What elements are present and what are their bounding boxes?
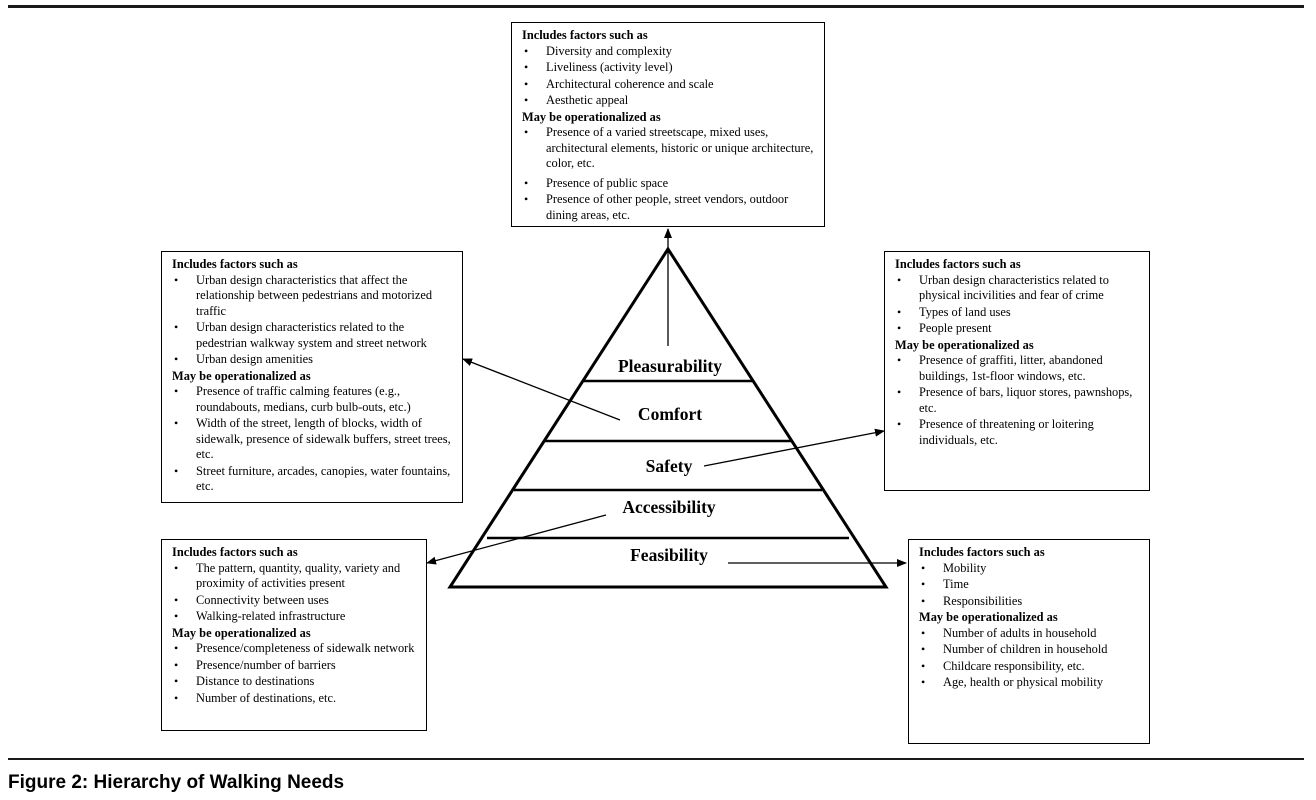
includes-header: Includes factors such as [172, 257, 298, 271]
includes-header: Includes factors such as [919, 545, 1045, 559]
operational-header: May be operationalized as [895, 337, 1034, 352]
list-item: Number of adults in household [919, 626, 1140, 642]
list-item: Presence of public space [522, 176, 815, 192]
list-item: Aesthetic appeal [522, 93, 815, 109]
pyramid-diagram [426, 228, 907, 589]
pleasurability-box: Includes factors such as Diversity and c… [511, 22, 825, 227]
list-item: Presence of graffiti, litter, abandoned … [895, 353, 1140, 384]
list-item: Urban design characteristics related to … [172, 320, 453, 351]
list-item: People present [895, 321, 1140, 337]
list-item: Childcare responsibility, etc. [919, 659, 1140, 675]
pyramid-outline [447, 246, 889, 589]
arrow-accessibility [426, 514, 607, 565]
includes-header: Includes factors such as [172, 545, 298, 559]
list-item: Presence of threatening or loitering ind… [895, 417, 1140, 448]
list-item: Presence of traffic calming features (e.… [172, 384, 453, 415]
list-item: Presence of a varied streetscape, mixed … [522, 125, 815, 172]
tier-pleasurability: Pleasurability [617, 356, 723, 376]
includes-list: Urban design characteristics that affect… [172, 273, 453, 368]
list-item: Presence of other people, street vendors… [522, 192, 815, 223]
list-item: Connectivity between uses [172, 593, 417, 609]
bottom-rule [8, 758, 1304, 760]
includes-list: Urban design characteristics related to … [895, 273, 1140, 337]
list-item: Time [919, 577, 1140, 593]
list-item: Mobility [919, 561, 1140, 577]
top-rule [8, 5, 1304, 8]
comfort-box: Includes factors such as Urban design ch… [161, 251, 463, 503]
operational-list: Presence of a varied streetscape, mixed … [522, 125, 815, 223]
list-item: Presence/number of barriers [172, 658, 417, 674]
operational-header: May be operationalized as [172, 625, 311, 640]
includes-list: The pattern, quantity, quality, variety … [172, 561, 417, 625]
list-item: Types of land uses [895, 305, 1140, 321]
list-item: Liveliness (activity level) [522, 60, 815, 76]
operational-list: Presence of traffic calming features (e.… [172, 384, 453, 495]
figure-caption: Figure 2: Hierarchy of Walking Needs [8, 772, 345, 793]
includes-header: Includes factors such as [522, 28, 648, 42]
operational-list: Presence of graffiti, litter, abandoned … [895, 353, 1140, 448]
list-item: Urban design amenities [172, 352, 453, 368]
list-item: Distance to destinations [172, 674, 417, 690]
list-item: Width of the street, length of blocks, w… [172, 416, 453, 463]
list-item: Age, health or physical mobility [919, 675, 1140, 691]
list-item: Responsibilities [919, 594, 1140, 610]
list-item: Architectural coherence and scale [522, 77, 815, 93]
operational-list: Presence/completeness of sidewalk networ… [172, 641, 417, 706]
operational-header: May be operationalized as [172, 368, 311, 383]
includes-list: Diversity and complexity Liveliness (act… [522, 44, 815, 109]
tier-accessibility: Accessibility [622, 497, 716, 517]
safety-box: Includes factors such as Urban design ch… [884, 251, 1150, 491]
list-item: Presence/completeness of sidewalk networ… [172, 641, 417, 657]
tier-safety: Safety [645, 456, 693, 476]
list-item: Number of destinations, etc. [172, 691, 417, 707]
accessibility-box: Includes factors such as The pattern, qu… [161, 539, 427, 731]
arrow-comfort [462, 358, 621, 421]
tier-feasibility: Feasibility [630, 545, 708, 565]
list-item: Walking-related infrastructure [172, 609, 417, 625]
list-item: Diversity and complexity [522, 44, 815, 60]
operational-list: Number of adults in household Number of … [919, 626, 1140, 691]
tier-comfort: Comfort [637, 404, 703, 424]
operational-header: May be operationalized as [522, 109, 661, 124]
includes-header: Includes factors such as [895, 257, 1021, 271]
list-item: Presence of bars, liquor stores, pawnsho… [895, 385, 1140, 416]
list-item: Urban design characteristics that affect… [172, 273, 453, 320]
list-item: Urban design characteristics related to … [895, 273, 1140, 304]
list-item: Street furniture, arcades, canopies, wat… [172, 464, 453, 495]
list-item: The pattern, quantity, quality, variety … [172, 561, 417, 592]
list-item: Number of children in household [919, 642, 1140, 658]
feasibility-box: Includes factors such as Mobility Time R… [908, 539, 1150, 744]
includes-list: Mobility Time Responsibilities [919, 561, 1140, 610]
operational-header: May be operationalized as [919, 610, 1058, 624]
arrow-safety [703, 428, 885, 467]
